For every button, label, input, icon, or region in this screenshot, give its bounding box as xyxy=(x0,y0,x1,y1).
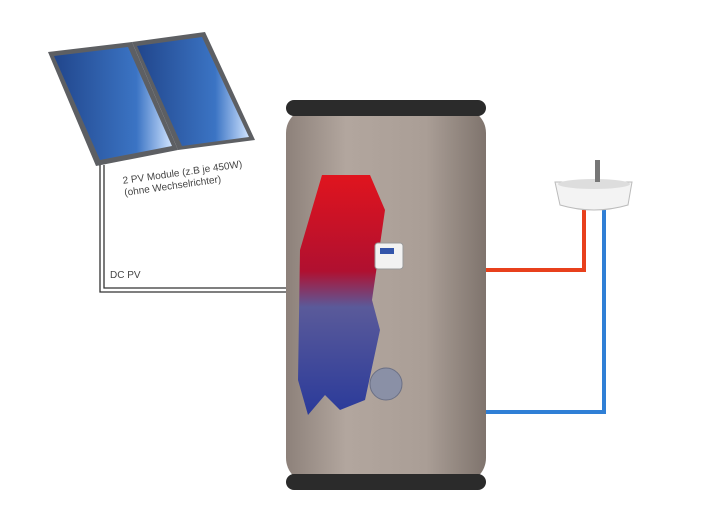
cold-water-pipe xyxy=(486,210,606,414)
tank-cutaway xyxy=(298,175,385,415)
sink xyxy=(554,160,633,211)
solar-panels xyxy=(48,32,255,166)
hot-water-pipe xyxy=(486,210,586,272)
flange xyxy=(369,367,403,401)
storage-tank xyxy=(286,100,486,490)
dc-pv-label: DC PV xyxy=(110,270,141,281)
controller xyxy=(374,242,404,270)
